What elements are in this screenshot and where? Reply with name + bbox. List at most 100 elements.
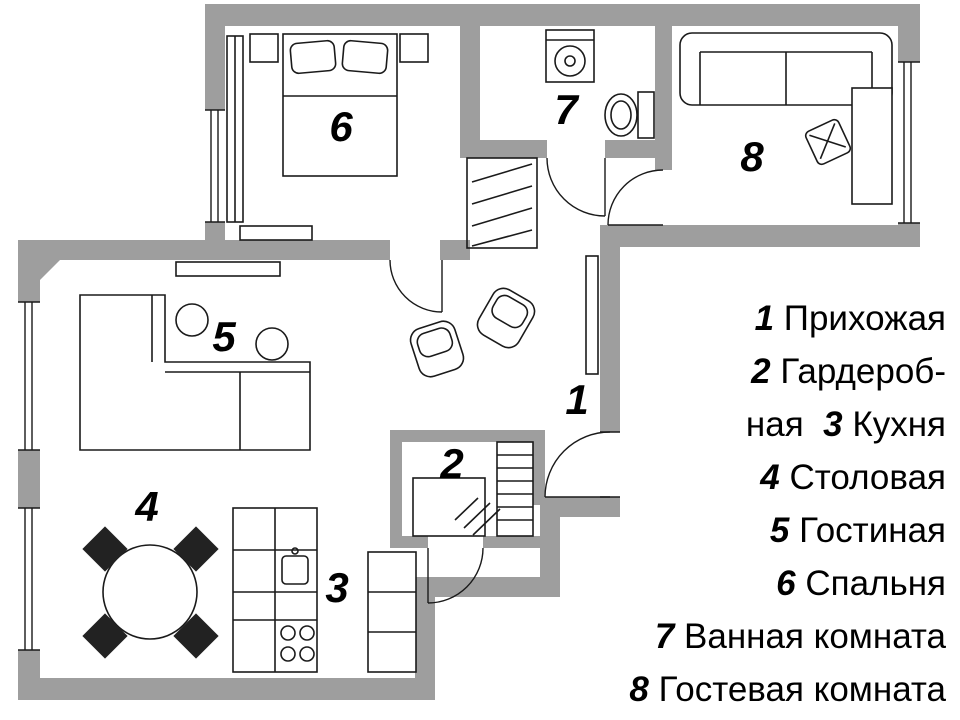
room-number-bathroom: 7 xyxy=(554,86,578,133)
pillow-right xyxy=(341,39,389,75)
legend-number-1: 1 xyxy=(754,299,775,338)
legend-label-1: Прихожая xyxy=(774,299,946,338)
side-table-2 xyxy=(255,327,289,361)
room-number-kitchen: 3 xyxy=(325,564,349,611)
room-number-bedroom: 6 xyxy=(329,103,353,150)
sink-faucet-icon xyxy=(291,547,299,555)
stove-burners-icon xyxy=(280,625,315,662)
window-bedroom-icon xyxy=(205,109,225,223)
wall-kitchen-right-upper xyxy=(540,497,560,597)
bedroom-dresser xyxy=(239,225,313,241)
dining-chair-2 xyxy=(173,526,219,572)
guest-desk xyxy=(851,87,893,205)
legend-label-2-continued: ная xyxy=(745,405,824,444)
wall-bedroom-left-lower xyxy=(205,222,225,260)
toilet-icon xyxy=(604,91,655,139)
wall-middle-horizontal xyxy=(18,240,390,260)
door-bedroom-icon xyxy=(389,259,443,313)
wall-closet-bottom-right xyxy=(483,536,545,548)
bathroom-fixtures xyxy=(545,29,655,139)
wall-bottom xyxy=(18,678,435,700)
bedroom-furniture xyxy=(226,33,429,241)
wall-closet-top xyxy=(390,430,545,442)
legend-label-8: Гостевая комната xyxy=(648,670,946,709)
windows-layer xyxy=(18,61,920,651)
wall-bedroom-bathroom xyxy=(460,4,480,158)
wall-top xyxy=(205,4,920,26)
side-table-1 xyxy=(175,303,209,337)
closet-island xyxy=(412,477,486,537)
wall-kitchen-right-lower xyxy=(415,577,435,700)
legend-number-7: 7 xyxy=(654,617,675,656)
legend-line-6: 6 Спальня xyxy=(466,557,946,610)
legend-number-3: 3 xyxy=(823,405,843,444)
legend: 1 Прихожая 2 Гардероб- ная 3 Кухня 4 Сто… xyxy=(466,292,946,716)
legend-number-8: 8 xyxy=(629,670,649,709)
legend-number-4: 4 xyxy=(760,458,780,497)
legend-label-7: Ванная комната xyxy=(674,617,946,656)
legend-line-8: 8 Гостевая комната xyxy=(466,663,946,716)
legend-number-5: 5 xyxy=(769,511,790,550)
kitchen-furniture xyxy=(232,507,417,673)
kitchen-counter-right xyxy=(367,551,417,673)
door-guestroom-icon xyxy=(607,169,664,226)
room-number-living: 5 xyxy=(212,313,236,360)
hallway-furniture xyxy=(409,255,599,378)
closet-furniture xyxy=(412,441,534,537)
wall-left-seg3 xyxy=(18,650,40,700)
pillow-left xyxy=(289,39,337,75)
wall-bathroom-bottom-left xyxy=(460,140,547,158)
hall-closet-rail-hatch-icon xyxy=(471,163,533,247)
room-number-guest: 8 xyxy=(740,133,764,180)
window-dining-icon xyxy=(18,507,40,651)
legend-line-7: 7 Ванная комната xyxy=(466,610,946,663)
hallway-console xyxy=(585,255,599,375)
legend-number-6: 6 xyxy=(776,564,796,603)
wall-hallway-right xyxy=(600,247,620,432)
tv-console xyxy=(175,261,281,277)
legend-label-3: Кухня xyxy=(842,405,946,444)
hallway-armchair-1 xyxy=(409,320,465,378)
legend-label-5: Гостиная xyxy=(789,511,946,550)
door-entrance-icon xyxy=(544,431,620,498)
wall-guestroom-bottom xyxy=(600,225,920,247)
legend-line-2: 2 Гардероб- xyxy=(466,345,946,398)
kitchen-sink xyxy=(281,555,309,585)
dining-furniture xyxy=(82,526,219,659)
wall-middle-stub xyxy=(440,240,470,260)
legend-number-2: 2 xyxy=(751,352,771,391)
room-number-dining: 4 xyxy=(135,483,159,530)
window-guestroom-icon xyxy=(898,61,920,224)
wall-bedroom-left-upper xyxy=(205,4,225,110)
wall-closet-bottom-left xyxy=(390,536,428,548)
living-furniture xyxy=(79,261,311,451)
wall-left-seg2 xyxy=(18,450,40,508)
legend-line-1: 1 Прихожая xyxy=(466,292,946,345)
dining-table xyxy=(102,544,198,640)
wall-closet-right xyxy=(533,430,545,505)
hallway-armchair-2 xyxy=(476,287,536,349)
dining-chair-4 xyxy=(173,613,219,659)
wall-kitchen-step xyxy=(415,577,560,597)
room-number-hallway: 1 xyxy=(565,376,589,423)
nightstand-left xyxy=(249,33,279,63)
window-living-icon xyxy=(18,301,40,451)
hall-closet-outline xyxy=(466,157,538,249)
walls-layer xyxy=(18,4,920,700)
washing-machine-icon xyxy=(545,29,595,83)
door-closet-icon xyxy=(427,547,484,604)
guestroom-furniture xyxy=(679,32,893,205)
wall-bathroom-guestroom xyxy=(655,4,672,170)
legend-label-2: Гардероб- xyxy=(770,352,946,391)
legend-line-4: 4 Столовая xyxy=(466,451,946,504)
legend-label-4: Столовая xyxy=(779,458,946,497)
legend-label-6: Спальня xyxy=(795,564,946,603)
wall-right-upper xyxy=(898,4,920,62)
hall-closet xyxy=(466,157,538,249)
nightstand-right xyxy=(399,33,429,63)
wall-closet-left xyxy=(390,430,402,548)
legend-line-5: 5 Гостиная xyxy=(466,504,946,557)
legend-line-3: ная 3 Кухня xyxy=(466,398,946,451)
